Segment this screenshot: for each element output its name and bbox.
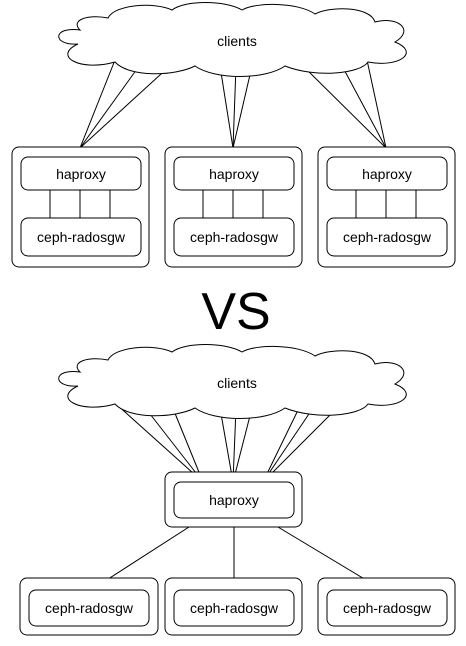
top-group-2: haproxy ceph-radosgw <box>164 146 303 268</box>
haproxy-label: haproxy <box>362 166 412 182</box>
top-clients-label: clients <box>217 33 257 49</box>
ceph-radosgw-label: ceph-radosgw <box>190 600 279 616</box>
top-group-1: haproxy ceph-radosgw <box>11 146 150 268</box>
ceph-radosgw-label: ceph-radosgw <box>45 600 134 616</box>
bottom-connection-line <box>232 407 237 483</box>
haproxy-box <box>173 156 295 191</box>
haproxy-label: haproxy <box>209 166 259 182</box>
bottom-gateway-3: ceph-radosgw <box>317 577 456 636</box>
bottom-connection-line <box>114 402 204 483</box>
bottom-connection-line <box>232 407 253 483</box>
cloud-shape <box>58 2 407 77</box>
ceph-radosgw-label: ceph-radosgw <box>190 229 279 245</box>
top-connection-line <box>79 63 173 149</box>
top-client-connections <box>79 59 387 149</box>
top-connection-line <box>79 59 116 149</box>
cloud-shape <box>58 344 407 419</box>
bottom-clients-cloud: clients <box>58 344 407 419</box>
vs-separator: VS <box>201 283 270 341</box>
top-group-3: haproxy ceph-radosgw <box>317 146 456 268</box>
ceph-radosgw-box <box>326 217 448 257</box>
top-connection-line <box>339 61 387 149</box>
ceph-radosgw-box <box>173 589 295 627</box>
ceph-radosgw-label: ceph-radosgw <box>343 600 432 616</box>
top-connection-line <box>79 61 143 149</box>
haproxy-box <box>326 156 448 191</box>
top-connection-line <box>366 59 387 149</box>
ceph-radosgw-label: ceph-radosgw <box>343 229 432 245</box>
haproxy-label: haproxy <box>56 166 106 182</box>
ceph-radosgw-box <box>28 589 150 627</box>
bottom-gateway-2: ceph-radosgw <box>164 577 303 636</box>
bottom-connection-line <box>142 404 204 483</box>
ceph-radosgw-label: ceph-radosgw <box>37 229 126 245</box>
top-connection-line <box>219 65 234 149</box>
bottom-client-connections <box>114 402 343 483</box>
ceph-radosgw-box <box>20 217 142 257</box>
bottom-connection-line <box>262 405 301 483</box>
bottom-gateway-1: ceph-radosgw <box>19 577 159 636</box>
bottom-connection-line <box>262 402 343 483</box>
ceph-radosgw-box <box>173 217 295 257</box>
ceph-radosgw-box <box>326 589 448 627</box>
bottom-connection-line <box>262 404 316 483</box>
bottom-haproxy-group: haproxy <box>164 471 303 528</box>
top-connection-line <box>299 62 387 149</box>
top-connection-line <box>232 65 237 149</box>
bottom-connection-line <box>219 407 234 483</box>
top-connection-line <box>232 65 253 149</box>
bottom-diagram: clients haproxy ceph-radosgw ceph-radosg… <box>19 344 456 636</box>
haproxy-box <box>20 156 142 191</box>
bottom-clients-label: clients <box>217 375 257 391</box>
haproxy-label: haproxy <box>209 492 259 508</box>
top-clients-cloud: clients <box>58 2 407 77</box>
top-diagram: clients haproxy ceph-radosgw haproxy cep… <box>11 2 456 268</box>
bottom-connection-line <box>171 405 204 483</box>
haproxy-box <box>173 481 295 519</box>
